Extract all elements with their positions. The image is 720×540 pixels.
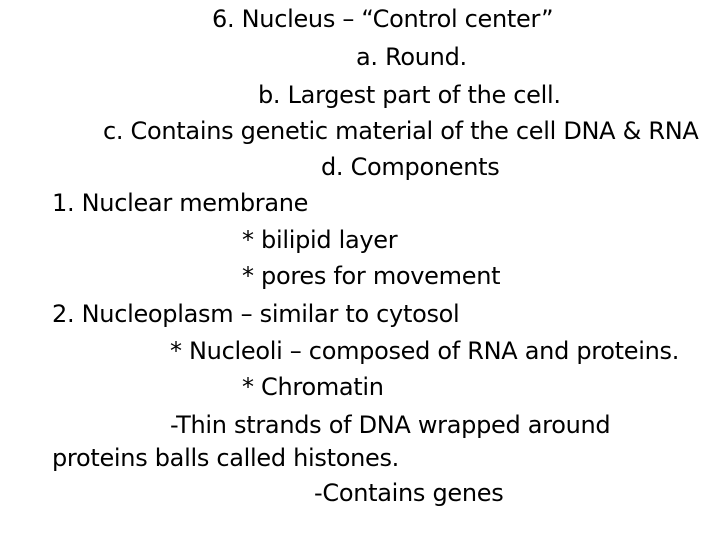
chromatin-detail-strands: -Thin strands of DNA wrapped around bbox=[170, 411, 611, 439]
sub-bilipid-layer: * bilipid layer bbox=[242, 226, 398, 254]
point-a-round: a. Round. bbox=[356, 43, 467, 71]
item-2-nucleoplasm: 2. Nucleoplasm – similar to cytosol bbox=[52, 300, 460, 328]
point-d-components: d. Components bbox=[321, 153, 500, 181]
chromatin-detail-histones: proteins balls called histones. bbox=[52, 444, 400, 472]
point-b-largest-part: b. Largest part of the cell. bbox=[258, 81, 561, 109]
sub-pores: * pores for movement bbox=[242, 262, 501, 290]
heading-nucleus: 6. Nucleus – “Control center” bbox=[212, 5, 554, 33]
sub-nucleoli: * Nucleoli – composed of RNA and protein… bbox=[170, 337, 680, 365]
item-1-nuclear-membrane: 1. Nuclear membrane bbox=[52, 189, 309, 217]
sub-chromatin: * Chromatin bbox=[242, 373, 384, 401]
chromatin-detail-genes: -Contains genes bbox=[314, 479, 504, 507]
point-c-genetic-material: c. Contains genetic material of the cell… bbox=[103, 117, 699, 145]
